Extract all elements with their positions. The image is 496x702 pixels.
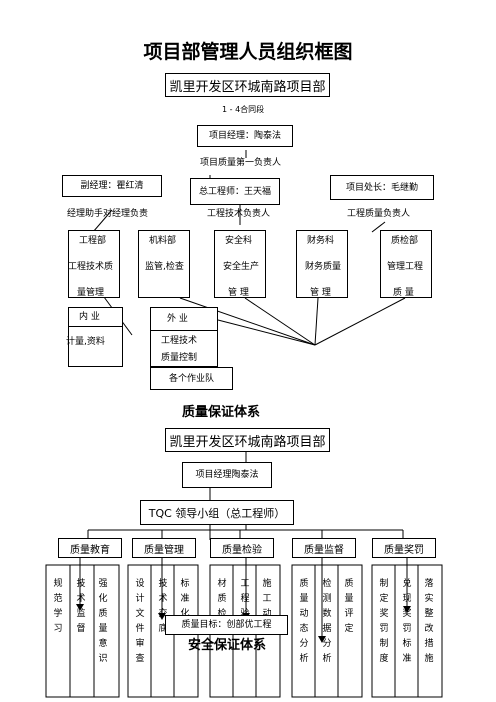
department-duty: 管 理 (228, 288, 249, 298)
column-item: 强化质量意识 (98, 579, 108, 664)
office-note: 工程质量负责人 (347, 209, 411, 219)
department-name: 财务科 (307, 236, 335, 246)
deputy-label: 副经理：瞿红清 (80, 181, 144, 191)
column-item: 检测数据分析 (322, 579, 332, 664)
work-teams-label: 各个作业队 (168, 373, 214, 384)
inner-work-name: 内 业 (79, 312, 100, 322)
department-duty: 量管理 (77, 288, 105, 298)
office-head-box: 项目处长：毛继勤 (330, 175, 434, 200)
tqc-box: TQC 领导小组（总工程师） (140, 500, 294, 525)
deputy-box: 副经理：瞿红清 (62, 175, 162, 197)
department-name: 安全科 (225, 236, 253, 246)
office-head-label: 项目处长：毛继勤 (345, 182, 418, 193)
section-label: 1 - 4合同段 (222, 105, 265, 114)
column-item: 制定奖罚制度 (379, 579, 389, 664)
column-item: 设计文件审查 (135, 579, 145, 664)
category-label: 质量监督 (304, 544, 344, 556)
manager-label: 项目经理：陶泰法 (208, 131, 281, 141)
department-engineering: 工程部 工程技术质 量管理 (68, 230, 120, 298)
deputy-note: 经理助手对经理负责 (67, 209, 149, 219)
chief-engineer-label: 总工程师：王天福 (198, 186, 271, 197)
category-label: 质量教育 (70, 544, 110, 556)
column-item: 规范学习 (53, 579, 63, 634)
department-quality-inspection: 质检部 管理工程 质 量 (380, 230, 432, 298)
column-item: 技术交底 (158, 579, 168, 634)
column-item: 质量动态分析 (299, 579, 309, 664)
department-duty: 质 量 (393, 288, 414, 298)
department-name: 质检部 (391, 236, 419, 246)
column-item: 质量评定 (344, 579, 354, 634)
inner-work-box: 内 业 计量,资料 (66, 307, 123, 367)
department-finance: 财务科 财务质量 管 理 (296, 230, 348, 298)
safety-title: 安全保证体系 (188, 638, 267, 653)
page-title: 项目部管理人员组织框图 (143, 41, 353, 63)
column-item: 工程验 (240, 579, 250, 619)
outer-work-duty: 工程技术 (161, 336, 198, 346)
quality-goal-label: 质量目标：创部优工程 (181, 620, 272, 630)
column-item: 技术监督 (76, 579, 86, 634)
project-box: 凯里开发区环城南路项目部 (165, 73, 330, 97)
tqc-label: TQC 领导小组（总工程师） (148, 506, 286, 520)
column-item: 落实整改措施 (424, 579, 434, 664)
category-inspection: 质量检验 (210, 538, 274, 558)
department-name: 工程部 (79, 236, 107, 246)
department-duty: 管理工程 (387, 262, 424, 272)
qa-project-name: 凯里开发区环城南路项目部 (169, 434, 326, 450)
outer-work-box: 外 业 工程技术 质量控制 (150, 307, 218, 367)
qa-title: 质量保证体系 (182, 405, 261, 420)
quality-goal-box: 质量目标：创部优工程 (165, 615, 288, 635)
chief-note: 工程技术负责人 (207, 209, 271, 219)
qa-manager-box: 项目经理陶泰法 (182, 462, 272, 488)
outer-work-name: 外 业 (167, 314, 188, 324)
project-name: 凯里开发区环城南路项目部 (169, 79, 326, 95)
column-item: 材质检 (217, 579, 227, 619)
category-education: 质量教育 (58, 538, 122, 558)
category-supervision: 质量监督 (292, 538, 356, 558)
category-management: 质量管理 (132, 538, 196, 558)
manager-box: 项目经理：陶泰法 (197, 125, 293, 147)
column-item: 施工动 (262, 579, 272, 619)
department-duty: 安全生产 (223, 262, 260, 272)
inner-work-duty: 计量,资料 (66, 337, 105, 347)
category-label: 质量管理 (144, 544, 184, 556)
department-duty: 管 理 (310, 288, 331, 298)
outer-work-duty: 质量控制 (161, 353, 198, 363)
department-duty: 财务质量 (305, 262, 342, 272)
category-reward-penalty: 质量奖罚 (372, 538, 436, 558)
category-label: 质量奖罚 (384, 544, 424, 556)
department-duty: 工程技术质 (68, 262, 114, 272)
department-materials: 机料部 监管,检查 (138, 230, 190, 298)
column-item: 标准化 (180, 579, 190, 619)
qa-manager-label: 项目经理陶泰法 (195, 470, 259, 480)
department-duty: 监管,检查 (145, 262, 184, 272)
work-teams-box: 各个作业队 (150, 367, 233, 390)
chief-engineer-box: 总工程师：王天福 (190, 178, 280, 205)
category-label: 质量检验 (222, 544, 262, 556)
manager-note: 项目质量第一负责人 (200, 158, 282, 168)
column-item: 兑现奖罚标准 (402, 579, 412, 664)
department-safety: 安全科 安全生产 管 理 (214, 230, 266, 298)
qa-project-box: 凯里开发区环城南路项目部 (165, 428, 330, 452)
department-name: 机料部 (149, 236, 177, 246)
